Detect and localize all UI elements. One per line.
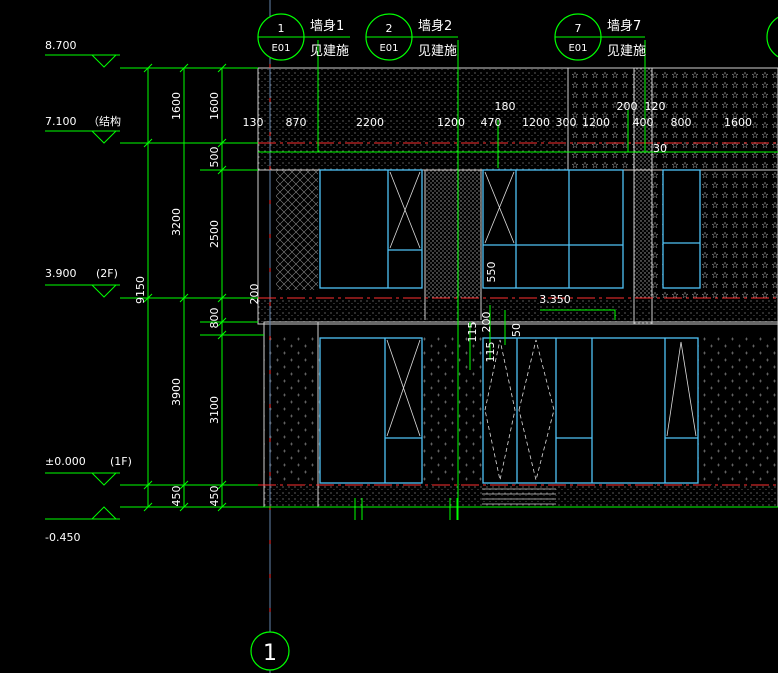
plinth-speckle <box>264 485 778 507</box>
elev-note-0000: (1F) <box>110 455 132 468</box>
dim-inner-115b: 115 <box>484 342 497 363</box>
elevation-labels: 8.700 7.100 （结构 3.900 (2F) ±0.000 (1F) -… <box>45 39 132 544</box>
dim-inner-550: 550 <box>485 262 498 283</box>
callout-wall-7[interactable]: 7 E01 墙身7 见建施 <box>554 13 646 61</box>
entrance-steps <box>482 488 556 505</box>
callout-1-ref: E01 <box>271 43 290 54</box>
dim-col1-d: 450 <box>170 486 183 507</box>
top-dim-300: 300 <box>556 116 577 129</box>
window-2f-right <box>662 169 701 289</box>
callout-1-name: 墙身1 <box>310 18 344 34</box>
dimension-lines <box>120 40 778 520</box>
elev-mark-7100 <box>45 130 120 144</box>
upper-wall-stars <box>568 68 778 168</box>
callout-1-num: 1 <box>278 22 285 35</box>
elev-mark-neg450 <box>45 506 120 520</box>
elevation-marks <box>45 54 120 520</box>
window-2f-center <box>482 169 624 289</box>
dim-inner-50: 50 <box>510 323 523 337</box>
dim-col1-c: 3900 <box>170 378 183 406</box>
callout-partial-right <box>766 16 778 58</box>
dim-col1-b: 3200 <box>170 208 183 236</box>
dim-inner-200: 200 <box>480 312 493 333</box>
top-dim-2200: 2200 <box>356 116 384 129</box>
grid-axis-1[interactable]: 1 <box>250 631 290 671</box>
elev-note-3900: (2F) <box>96 267 118 280</box>
dim-col2-e: 800 <box>208 308 221 329</box>
dim-col2-c: 2500 <box>208 220 221 248</box>
dim-col2-a: 1600 <box>208 92 221 120</box>
vertical-dim-text: 9150 1600 3200 3900 450 1600 500 2500 20… <box>134 92 523 507</box>
callout-2-name: 墙身2 <box>418 18 452 34</box>
elev-mark-0000 <box>45 472 120 486</box>
dim-30: 30 <box>653 142 667 155</box>
top-dim-120: 120 <box>645 100 666 113</box>
top-dim-1600: 1600 <box>724 116 752 129</box>
top-dim-400: 400 <box>633 116 654 129</box>
top-dim-text: 130 870 2200 1200 470 1200 300 1200 400 … <box>243 100 753 306</box>
red-axis-lines <box>258 0 778 673</box>
top-dim-1200a: 1200 <box>437 116 465 129</box>
callout-7-num: 7 <box>575 22 582 35</box>
central-pier-dense <box>425 170 481 315</box>
elev-value-7100: 7.100 <box>45 115 77 128</box>
elev-mark-3900 <box>45 284 120 298</box>
dim-col2-g: 450 <box>208 486 221 507</box>
dim-col1-a: 1600 <box>170 92 183 120</box>
callout-wall-2[interactable]: 2 E01 墙身2 见建施 <box>365 13 458 61</box>
callout-2-note: 见建施 <box>418 44 457 59</box>
callout-7-ref: E01 <box>568 43 587 54</box>
callout-1-note: 见建施 <box>310 44 349 59</box>
callout-2-num: 2 <box>386 22 393 35</box>
upper-wall-speckle <box>258 68 568 170</box>
level-mark-3350: 3.350 <box>539 293 571 306</box>
window-1f-left <box>319 337 423 484</box>
elev-value-3900: 3.900 <box>45 267 77 280</box>
left-panel-crosshatch <box>276 170 318 290</box>
callouts: 1 E01 墙身1 见建施 2 E01 墙身2 见建施 7 E01 墙身7 见建… <box>257 13 778 61</box>
top-dim-130: 130 <box>243 116 264 129</box>
dim-col2-d: 200 <box>248 284 261 305</box>
elev-mark-8700 <box>45 54 120 68</box>
windows <box>319 169 701 484</box>
top-dim-470: 470 <box>481 116 502 129</box>
callout-wall-1[interactable]: 1 E01 墙身1 见建施 <box>257 13 350 61</box>
callout-2-ref: E01 <box>379 43 398 54</box>
elev-note-7100: （结构 <box>88 114 121 128</box>
top-dim-800: 800 <box>671 116 692 129</box>
band-2f <box>258 298 778 322</box>
top-dim-200: 200 <box>617 100 638 113</box>
callout-7-name: 墙身7 <box>607 18 641 34</box>
callout-7-note: 见建施 <box>607 44 646 59</box>
top-dim-1200b: 1200 <box>522 116 550 129</box>
dim-ticks <box>143 63 227 512</box>
dim-inner-115a: 115 <box>466 322 479 343</box>
grid-axis-label: 1 <box>263 641 277 666</box>
top-dim-870: 870 <box>286 116 307 129</box>
elev-value-0000: ±0.000 <box>45 455 86 468</box>
dim-col2-f: 3100 <box>208 396 221 424</box>
dim-total-height: 9150 <box>134 276 147 304</box>
elev-value-8700: 8.700 <box>45 39 77 52</box>
top-dim-180: 180 <box>495 100 516 113</box>
elev-value-neg450: -0.450 <box>45 531 80 544</box>
door-1f-center <box>482 337 699 484</box>
dim-col2-b: 500 <box>208 147 221 168</box>
narrow-pier <box>634 68 652 324</box>
top-dim-1200c: 1200 <box>582 116 610 129</box>
window-2f-left <box>319 169 423 289</box>
